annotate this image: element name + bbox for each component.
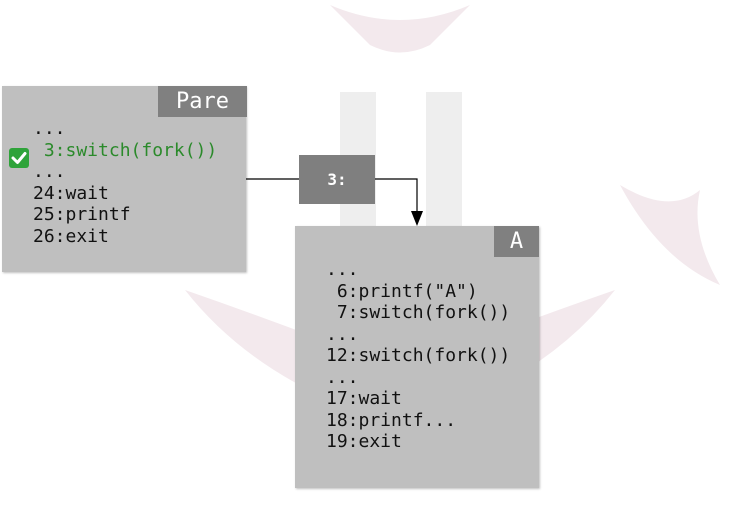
parent-process-title: Pare: [158, 86, 247, 117]
code-line: 18:printf...: [326, 409, 457, 431]
code-line: ...: [33, 118, 66, 139]
code-line: 25:printf: [33, 204, 131, 225]
code-line: 26:exit: [33, 225, 109, 247]
highlighted-code-line: 3:switch(fork()): [33, 139, 218, 161]
code-line: ...: [326, 366, 359, 388]
code-line: ...: [326, 259, 359, 280]
child-code-listing: ... 6:printf("A") 7:switch(fork())...12:…: [326, 259, 510, 453]
code-line: 17:wait: [326, 388, 402, 409]
check-icon: [9, 148, 29, 168]
connector-arrowhead: [411, 211, 423, 226]
child-process-title: A: [494, 226, 539, 257]
code-line: 19:exit: [326, 431, 402, 452]
code-line: 6:printf("A"): [326, 280, 478, 302]
connector-step-label: 3:: [299, 155, 375, 204]
child-process-box: A ... 6:printf("A") 7:switch(fork())...1…: [295, 226, 539, 488]
code-line: 7:switch(fork()): [326, 302, 511, 323]
code-line: 24:wait: [33, 182, 109, 204]
code-line: 12:switch(fork()): [326, 345, 511, 366]
code-line: ...: [326, 323, 359, 345]
code-line: ...: [33, 161, 66, 182]
